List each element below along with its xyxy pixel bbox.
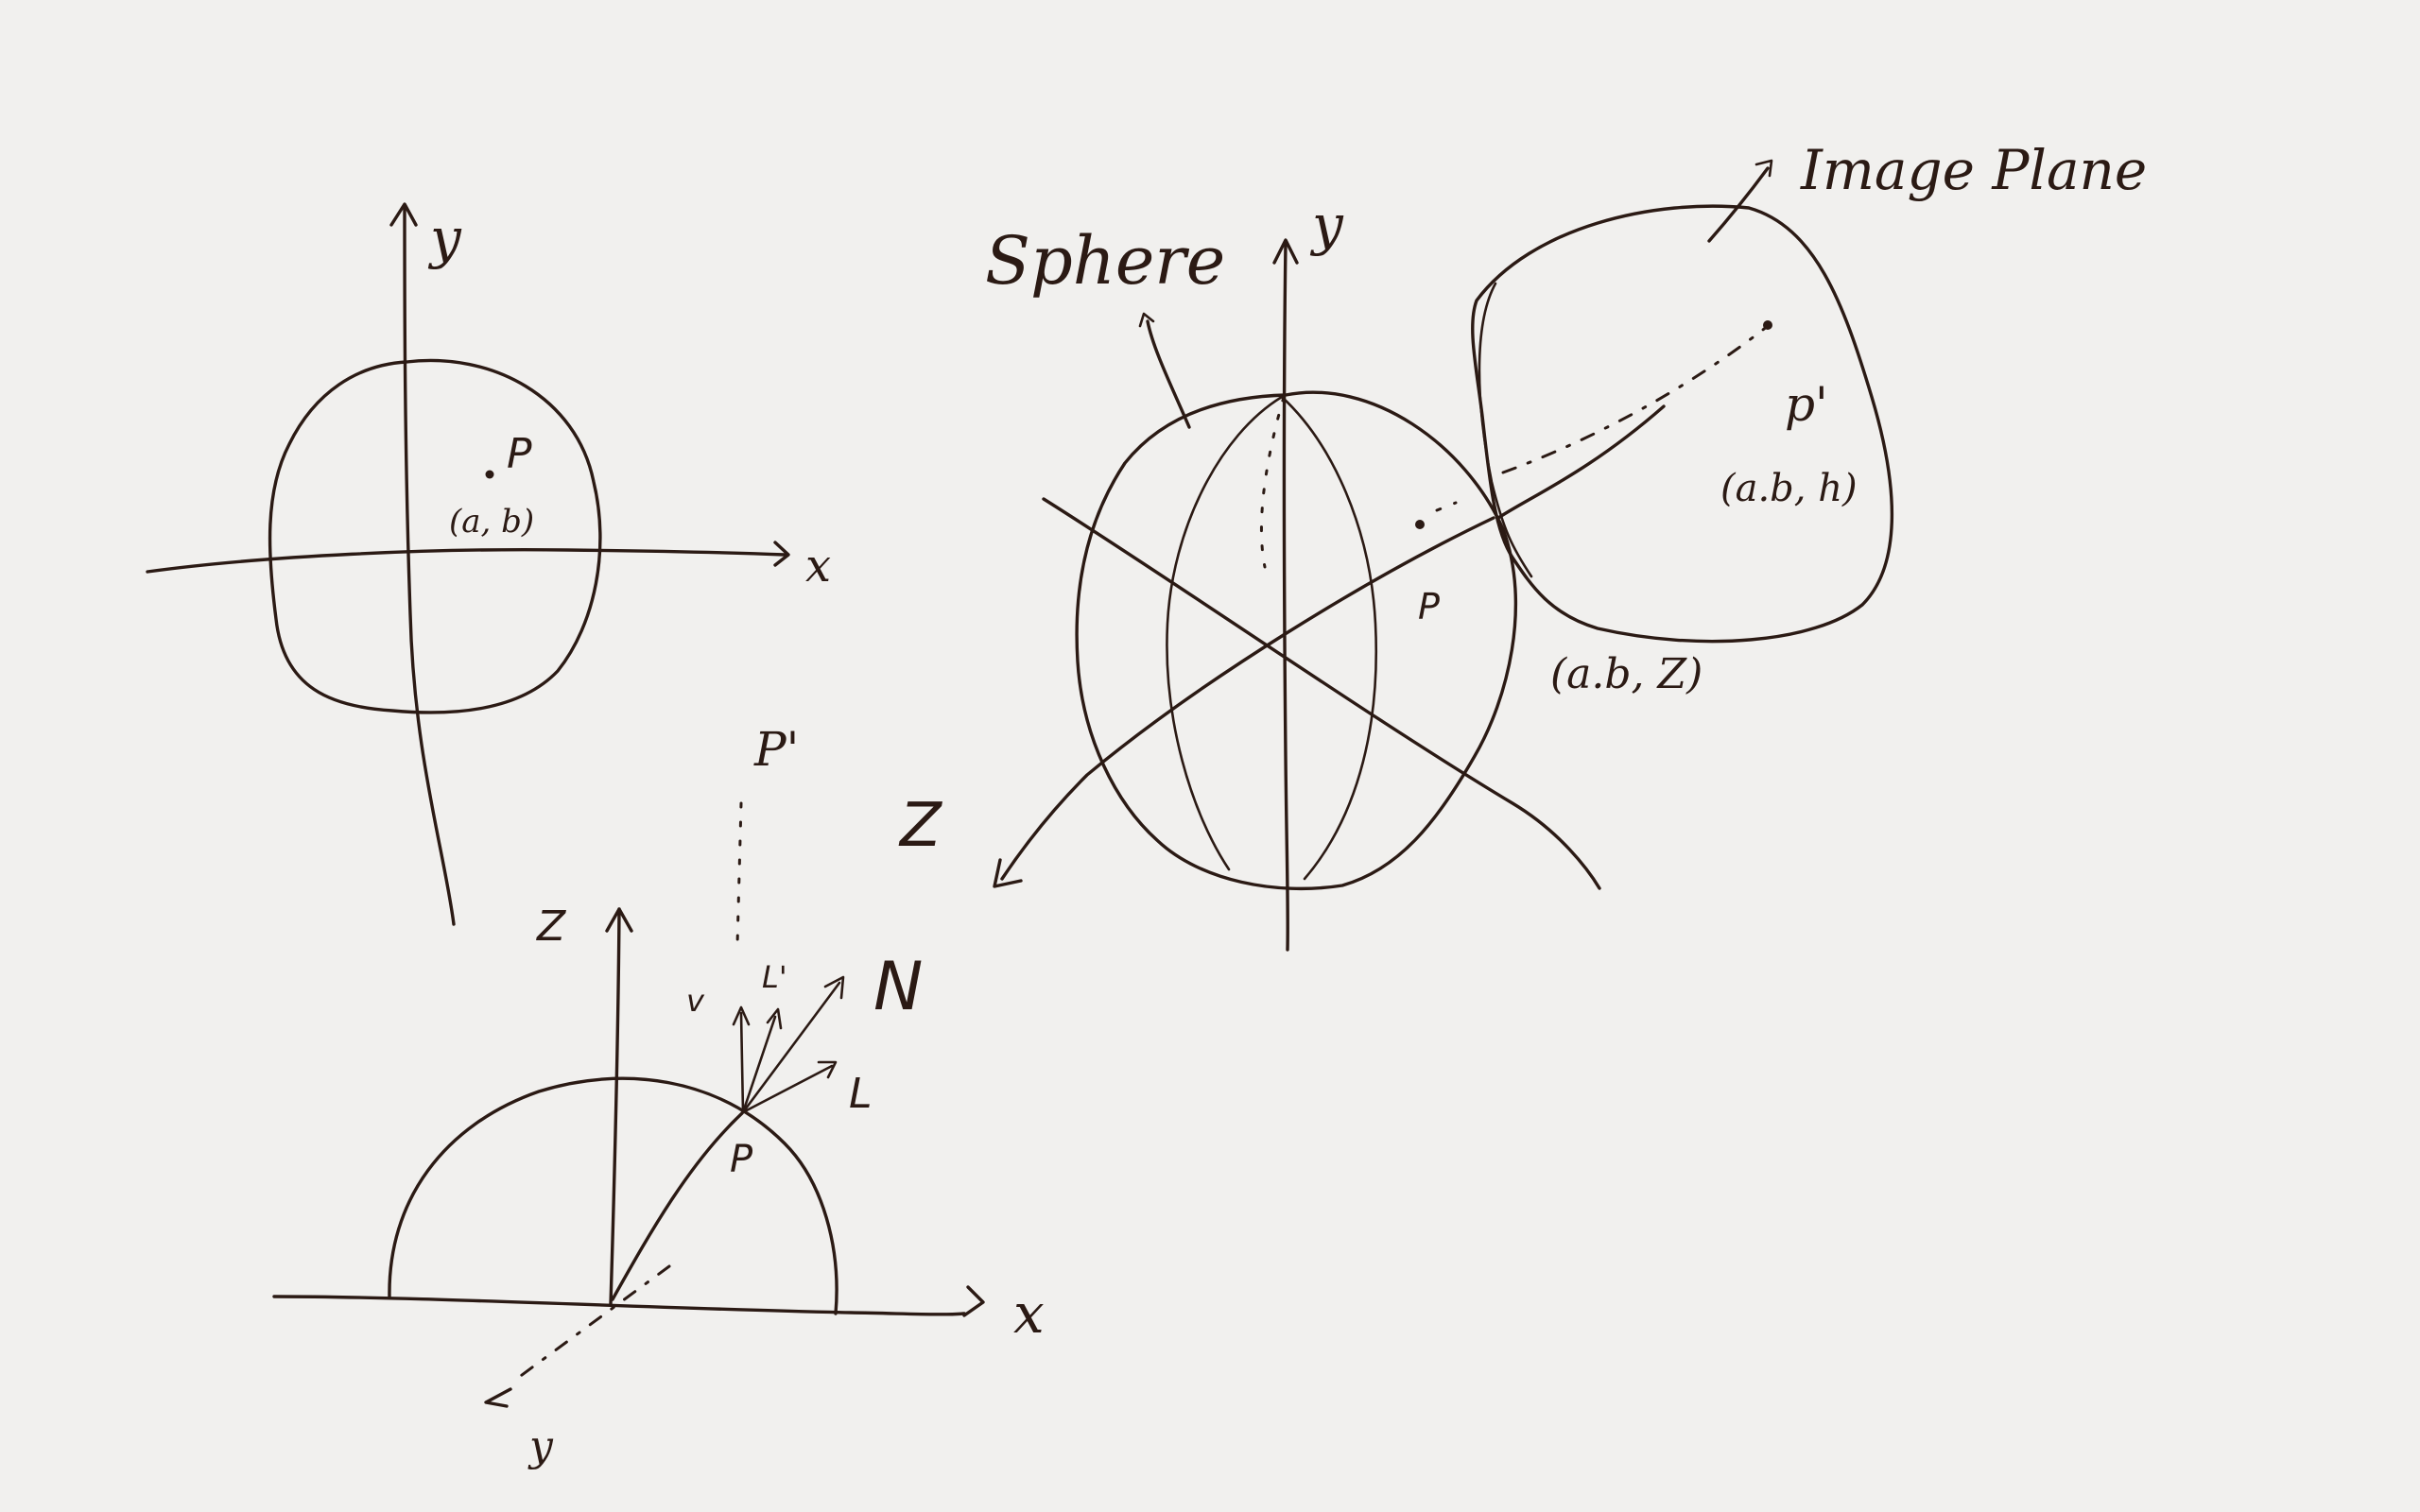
sphere-title-pointer-head — [1138, 312, 1155, 328]
hemisphere-x-label: x — [1013, 1281, 1045, 1346]
sphere-point-p-ticks — [1435, 501, 1458, 512]
image-plane-inner-edge — [1478, 282, 1533, 578]
hemisphere-l-label: L — [849, 1070, 873, 1118]
vector-n-arrowhead — [823, 975, 845, 1000]
sphere-outline — [1075, 390, 1518, 891]
sphere-y-axis — [1282, 240, 1289, 952]
sphere-meridian-right-dash — [1259, 395, 1286, 569]
hemisphere-diagram: Z x y P' v L' N L P — [272, 722, 1045, 1470]
projection-line-dashed — [1501, 324, 1770, 474]
circle-x-axis — [146, 548, 786, 574]
image-plane-p-prime-label: p' — [1785, 377, 1828, 432]
hemisphere-z-axis — [609, 907, 621, 1306]
circle-diagram: y x P (a, b) — [146, 202, 831, 926]
hemisphere-arc — [388, 1076, 838, 1315]
circle-ab-label: (a, b) — [449, 503, 534, 541]
sphere-z-axis — [1000, 516, 1495, 881]
image-plane-outline — [1471, 204, 1894, 644]
image-plane-title-label: Image Plane — [1800, 138, 2147, 202]
hemisphere-radius-line — [611, 1111, 744, 1301]
hemisphere-y-arrowhead — [484, 1387, 512, 1408]
vector-l-prime — [741, 1015, 777, 1114]
hemisphere-v-label: v — [686, 983, 705, 1019]
sphere-title-label: Sphere — [985, 222, 1225, 300]
circle-p-label: P — [507, 430, 532, 478]
vector-n — [741, 981, 841, 1114]
image-plane-point-p-prime — [1763, 320, 1772, 330]
hemisphere-x-arrowhead — [962, 1285, 985, 1317]
circle-y-axis — [403, 204, 456, 926]
hemisphere-x-axis — [272, 1295, 966, 1316]
hemisphere-p-prime-label: P' — [753, 722, 799, 777]
projection-line-solid — [1496, 404, 1666, 520]
hemisphere-p-prime-dashed — [735, 801, 743, 947]
sphere-point-p — [1415, 520, 1425, 529]
circle-outline — [268, 358, 602, 714]
vector-l — [741, 1064, 834, 1114]
vector-l-arrowhead — [817, 1060, 838, 1079]
sphere-title-pointer — [1146, 319, 1191, 429]
sphere-p-label: P — [1418, 586, 1440, 627]
hemisphere-z-label: Z — [536, 902, 566, 951]
sphere-meridian-left — [1166, 395, 1284, 871]
hemisphere-p-label: P — [730, 1138, 753, 1181]
hemisphere-y-label: y — [527, 1422, 554, 1470]
circle-point-p — [485, 470, 494, 479]
sphere-y-arrowhead — [1272, 238, 1299, 265]
sphere-y-label: y — [1309, 193, 1344, 257]
sphere-diagram: Sphere y Z P (a.b, Z) Image Plane p' (a.… — [898, 138, 2147, 952]
circle-y-arrowhead — [389, 202, 418, 227]
sphere-z-arrowhead — [993, 858, 1023, 888]
sphere-diag-axis-down-right — [1042, 497, 1601, 890]
image-plane-abh-label: (a.b, h) — [1720, 467, 1858, 510]
hemisphere-z-arrowhead — [605, 907, 633, 933]
circle-y-label: y — [427, 206, 462, 270]
hemisphere-l-prime-label: L' — [762, 959, 787, 995]
circle-x-arrowhead — [773, 541, 790, 567]
image-plane-pointer-head — [1754, 159, 1773, 178]
vector-v-arrowhead — [732, 1005, 751, 1026]
circle-x-label: x — [805, 540, 831, 593]
image-plane-pointer — [1707, 166, 1770, 243]
sphere-meridian-right — [1280, 395, 1378, 881]
sphere-z-label: Z — [898, 791, 942, 861]
hemisphere-y-axis-dashed — [516, 1264, 671, 1380]
vector-l-prime-arrowhead — [766, 1007, 783, 1030]
vector-v — [739, 1011, 745, 1114]
sphere-abz-label: (a.b, Z) — [1550, 650, 1703, 698]
hemisphere-n-label: N — [873, 948, 923, 1025]
